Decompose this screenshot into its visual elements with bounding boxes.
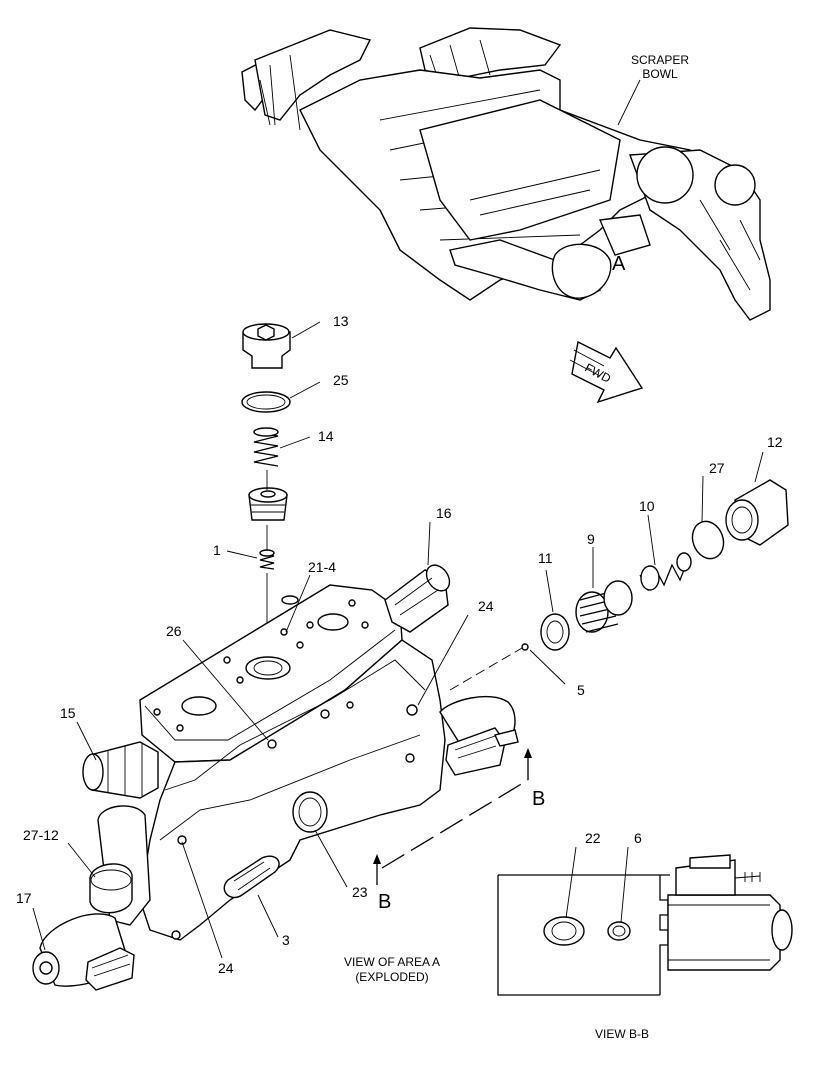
o-ring-part-27 (691, 520, 725, 560)
callout-12: 12 (767, 434, 783, 450)
callout-24-bottom: 24 (218, 960, 234, 976)
callout-25: 25 (333, 372, 349, 388)
scraper-label-line1: SCRAPER (631, 53, 689, 67)
callout-11: 11 (538, 550, 553, 566)
callout-17: 17 (16, 890, 32, 906)
view-area-caption-line2: (EXPLODED) (355, 970, 428, 984)
callout-27: 27 (709, 460, 725, 476)
plug-part-12 (725, 479, 789, 546)
callout-21-4: 21-4 (308, 559, 336, 575)
callout-5: 5 (577, 682, 585, 698)
spool-part (248, 487, 288, 521)
callout-10: 10 (639, 498, 655, 514)
section-b-top-label: B (532, 788, 545, 810)
ball-part-5 (521, 643, 529, 651)
callout-26: 26 (166, 623, 182, 639)
scraper-frame-illustration (241, 27, 771, 321)
callout-3: 3 (282, 932, 290, 948)
callout-6: 6 (634, 830, 642, 846)
washer-part-11 (540, 613, 570, 651)
view-bb-illustration (497, 854, 793, 996)
callout-15: 15 (60, 705, 76, 721)
callout-16: 16 (436, 505, 452, 521)
area-a-marker: A (612, 253, 626, 275)
callout-27-12: 27-12 (23, 827, 59, 843)
spring-part-9 (575, 580, 633, 633)
fwd-arrow-icon (569, 340, 644, 404)
spring-part-14 (253, 427, 279, 467)
spring-part-10 (639, 552, 692, 592)
scraper-label-line2: BOWL (642, 67, 678, 81)
view-bb-caption: VIEW B-B (595, 1027, 649, 1041)
callout-24-top: 24 (478, 598, 494, 614)
callout-14: 14 (318, 428, 334, 444)
callout-23: 23 (352, 884, 368, 900)
fitting-part-15 (82, 741, 159, 799)
callout-1: 1 (213, 542, 221, 558)
section-line-b-b (373, 748, 532, 885)
view-area-caption-line1: VIEW OF AREA A (344, 955, 440, 969)
callout-13: 13 (333, 313, 349, 329)
solenoid-right (439, 695, 519, 776)
callout-22: 22 (585, 830, 601, 846)
solenoid-part-17 (32, 913, 135, 991)
section-b-bottom-label: B (378, 891, 391, 913)
plug-part-13 (242, 323, 291, 369)
leader-lines (32, 321, 764, 959)
callout-9: 9 (587, 531, 595, 547)
spring-part-1 (259, 549, 275, 570)
cap-part-27-12 (89, 863, 133, 914)
fitting-part-16 (384, 564, 451, 633)
